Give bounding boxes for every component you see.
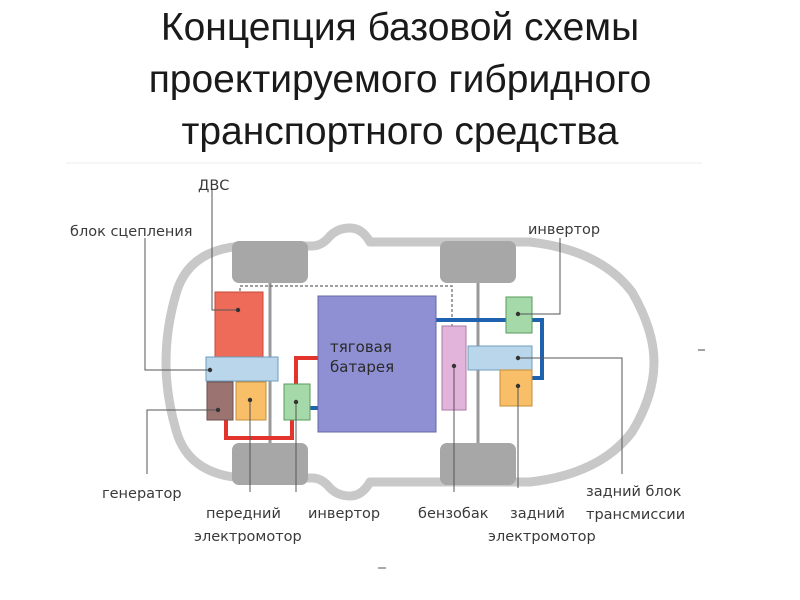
traction-battery [317, 295, 437, 433]
page-title: Концепция базовой схемы проектируемого г… [0, 2, 800, 158]
wheel-front-right [232, 443, 308, 485]
title-line-2: проектируемого гибридного [148, 58, 652, 101]
leader-clutch [144, 238, 210, 371]
rear-inverter-motor-line [532, 318, 544, 380]
battery-label-line-1: тяговая [330, 338, 392, 356]
wheel-front-left [232, 241, 308, 283]
clutch-unit [205, 356, 279, 382]
leader-lines [144, 188, 623, 492]
label-rear-transmission-line-1: задний блок [586, 484, 682, 500]
wheel-rear-right [440, 443, 516, 485]
label-inverter-front: инвертор [308, 506, 380, 522]
title-line-3: транспортного средства [181, 110, 619, 153]
label-rear-motor-line-2: электромотор [488, 529, 596, 545]
battery-label-line-2: батарея [330, 358, 394, 376]
car-outline [161, 223, 659, 501]
battery-generator-red-line-1 [294, 356, 318, 384]
label-front-motor-line-2: электромотор [194, 529, 302, 545]
car-body [161, 223, 659, 501]
label-ice: ДВС [198, 178, 229, 194]
control-line [239, 285, 453, 326]
label-fuel-tank: бензобак [418, 506, 489, 522]
leader-generator [146, 409, 218, 474]
label-generator: генератор [102, 486, 182, 502]
label-rear-motor-line-1: задний [510, 506, 565, 522]
leader-inverter-rear [518, 238, 561, 315]
leader-dots [207, 307, 521, 413]
wheel-rear-left [440, 241, 516, 283]
generator-unit [206, 381, 234, 421]
leader-ice [211, 188, 238, 311]
leader-rear-transmission [518, 357, 623, 474]
ice-engine [214, 291, 264, 361]
rear-motor-unit [499, 369, 533, 407]
label-rear-transmission-line-2: трансмиссии [586, 507, 685, 523]
title-line-1: Концепция базовой схемы [160, 6, 640, 49]
label-front-motor-line-1: передний [206, 506, 281, 522]
label-inverter-rear: инвертор [528, 222, 600, 238]
label-clutch: блок сцепления [70, 224, 193, 240]
generator-red-line-2 [224, 420, 294, 440]
